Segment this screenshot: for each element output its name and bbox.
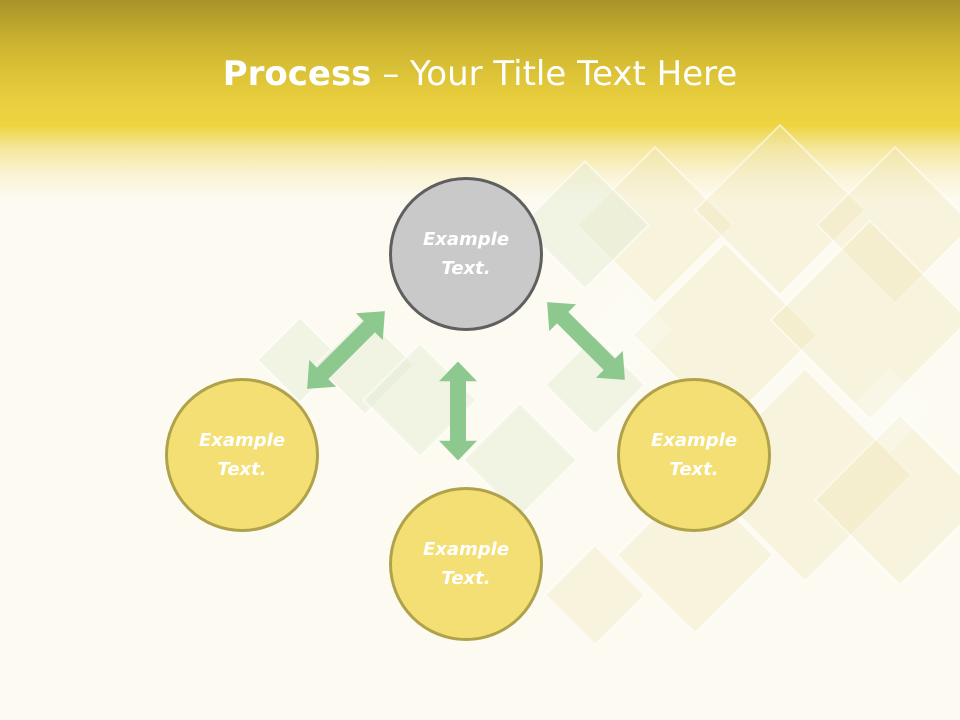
process-node-bottom[interactable]: Example Text.: [389, 487, 543, 641]
double-arrow-right: [533, 288, 639, 394]
node-left-line2: Text.: [217, 459, 267, 480]
double-arrow-left: [293, 297, 399, 403]
node-bottom-line1: Example: [422, 539, 510, 560]
node-top-line1: Example: [422, 229, 510, 250]
title-strong: Process: [222, 54, 372, 94]
process-node-top[interactable]: Example Text.: [389, 177, 543, 331]
node-top-line2: Text.: [441, 258, 491, 279]
slide-title: Process – Your Title Text Here: [0, 52, 960, 96]
process-node-left[interactable]: Example Text.: [165, 378, 319, 532]
process-node-right[interactable]: Example Text.: [617, 378, 771, 532]
title-rest: – Your Title Text Here: [371, 54, 738, 94]
node-bottom-line2: Text.: [441, 568, 491, 589]
node-right-line2: Text.: [669, 459, 719, 480]
node-left-line1: Example: [198, 430, 286, 451]
header-band: [0, 0, 960, 200]
node-right-line1: Example: [650, 430, 738, 451]
double-arrow-down: [439, 361, 477, 461]
